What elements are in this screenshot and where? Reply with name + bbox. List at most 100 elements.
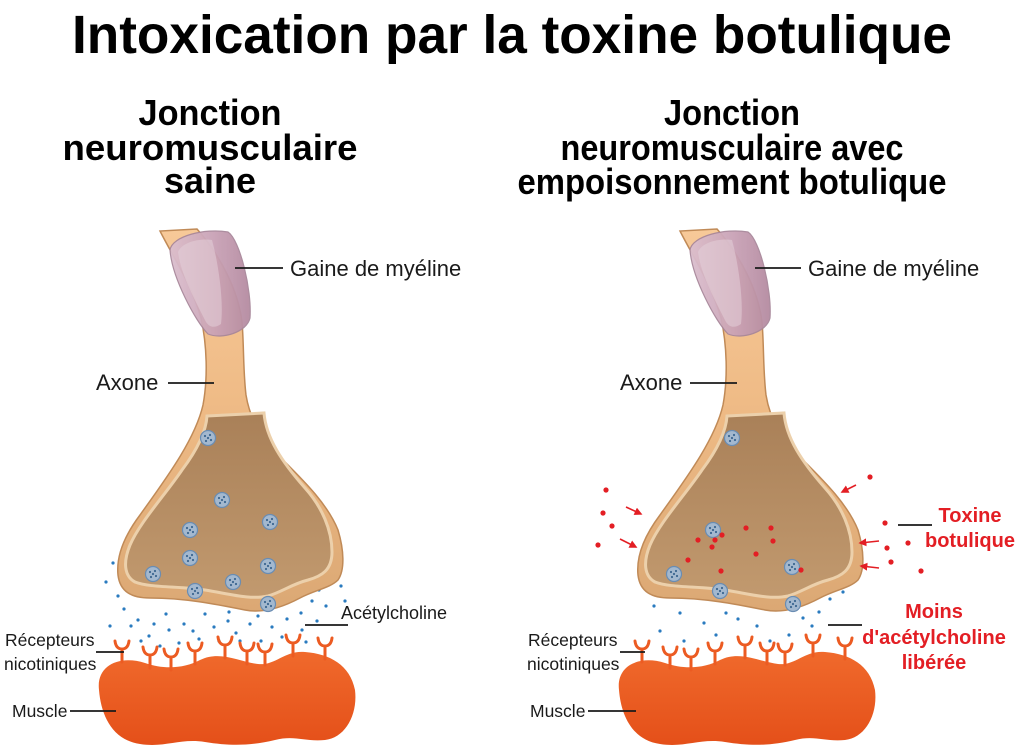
vesicle-content — [188, 528, 192, 532]
vesicle-content — [720, 586, 724, 590]
acetylcholine-molecule — [755, 624, 759, 628]
synaptic-vesicles — [144, 429, 279, 613]
acetylcholine-molecule — [310, 599, 314, 603]
nicotinic-receptor — [162, 647, 180, 672]
synaptic-vesicle — [784, 595, 802, 613]
toxin-molecule — [595, 542, 601, 548]
vesicle-content — [268, 561, 272, 565]
heading-line: empoisonnement botulique — [518, 161, 947, 202]
botulinum-toxin-molecules — [595, 474, 924, 574]
muscle — [618, 651, 876, 745]
vesicle-content — [266, 564, 270, 568]
nicotinic-receptor — [736, 635, 754, 660]
acetylcholine-molecule — [147, 634, 151, 638]
heading-line: Jonction — [139, 92, 282, 133]
nicotinic-receptor — [216, 635, 234, 660]
toxin-molecule — [743, 525, 749, 531]
vesicle-content — [186, 531, 190, 535]
vesicle-content — [268, 520, 272, 524]
synaptic-vesicle — [704, 521, 722, 539]
acetylcholine-molecule — [197, 637, 201, 641]
labels-botulism: Gaine de myéline Axone Toxine botulique … — [527, 256, 1015, 721]
acetylcholine-molecule — [248, 622, 252, 626]
vesicle-content — [270, 517, 274, 521]
acetylcholine-molecule — [324, 604, 328, 608]
acetylcholine-molecule — [256, 614, 260, 618]
toxin-entry-arrows — [619, 484, 880, 571]
vesicle-content — [271, 522, 275, 526]
toxin-arrow — [859, 562, 880, 571]
synaptic-vesicle — [186, 582, 204, 600]
vesicle-content — [185, 554, 189, 558]
junction-structure — [618, 228, 876, 745]
acetylcholine-molecule — [111, 561, 115, 565]
toxin-molecule — [719, 532, 725, 538]
axon-label: Axone — [620, 370, 682, 395]
vesicle-content — [263, 600, 267, 604]
vesicle-content — [190, 587, 194, 591]
vesicle-content — [788, 600, 792, 604]
vesicle-content — [222, 495, 226, 499]
vesicle-content — [670, 575, 674, 579]
receptors-label-line: Récepteurs — [528, 630, 618, 650]
page-title: Intoxication par la toxine botulique — [72, 5, 952, 65]
synaptic-vesicle — [224, 573, 242, 591]
nicotinic-receptors — [633, 633, 854, 672]
acetylcholine-molecule — [787, 633, 791, 637]
vesicle-content — [794, 604, 798, 608]
toxin-molecule — [695, 537, 701, 543]
acetylcholine-molecule — [714, 633, 718, 637]
toxin-arrow — [858, 538, 880, 547]
acetylcholine-molecule — [299, 611, 303, 615]
acetylcholine-molecule — [108, 624, 112, 628]
vesicle-content — [209, 438, 213, 442]
toxin-molecule — [798, 567, 804, 573]
vesicle-content — [206, 436, 210, 440]
nicotinic-receptors — [113, 633, 334, 672]
vesicle-content — [231, 580, 235, 584]
vesicle-content — [196, 591, 200, 595]
acetylcholine-molecule — [724, 611, 728, 615]
vesicle-content — [229, 583, 233, 587]
heading-line: neuromusculaire avec — [561, 127, 904, 168]
nicotinic-receptor — [284, 633, 302, 658]
vesicle-content — [713, 525, 717, 529]
vesicle-content — [266, 523, 270, 527]
acetylcholine-molecule — [139, 639, 143, 643]
acetylcholine-molecule — [191, 629, 195, 633]
synaptic-vesicle — [259, 557, 277, 575]
muscle-label: Muscle — [530, 701, 585, 721]
acetylcholine-molecule — [158, 644, 162, 648]
vesicle-content — [269, 604, 273, 608]
nicotinic-receptor — [238, 641, 256, 666]
synaptic-vesicle — [181, 549, 199, 567]
acetylcholine-molecule — [343, 599, 347, 603]
vesicle-content — [188, 556, 192, 560]
vesicle-content — [263, 562, 267, 566]
toxin-molecule — [905, 540, 911, 546]
nicotinic-receptor — [141, 645, 159, 670]
vesicle-content — [675, 574, 679, 578]
acetylcholine-molecule — [234, 631, 238, 635]
vesicle-content — [218, 501, 222, 505]
acetylcholine-molecule — [212, 625, 216, 629]
acetylcholine-molecule — [652, 604, 656, 608]
myelin-sheath — [169, 230, 251, 337]
synaptic-vesicle — [783, 558, 801, 576]
synaptic-vesicle — [723, 429, 741, 447]
acetylcholine-molecules — [652, 590, 845, 643]
nicotinic-receptor — [682, 647, 700, 672]
toxin-molecule — [884, 545, 890, 551]
vesicle-content — [190, 525, 194, 529]
vesicle-content — [217, 496, 221, 500]
acetylcholine-label: Acétylcholine — [341, 603, 447, 623]
toxin-arrow — [619, 538, 638, 548]
synaptic-vesicle — [181, 521, 199, 539]
acetylcholine-molecule — [259, 639, 263, 643]
labels-healthy: Gaine de myéline Axone Acétylcholine Réc… — [4, 256, 461, 721]
vesicle-content — [233, 577, 237, 581]
vesicle-content — [791, 602, 795, 606]
toxin-molecule — [603, 487, 609, 493]
acetylcholine-molecule — [152, 622, 156, 626]
vesicle-content — [732, 433, 736, 437]
